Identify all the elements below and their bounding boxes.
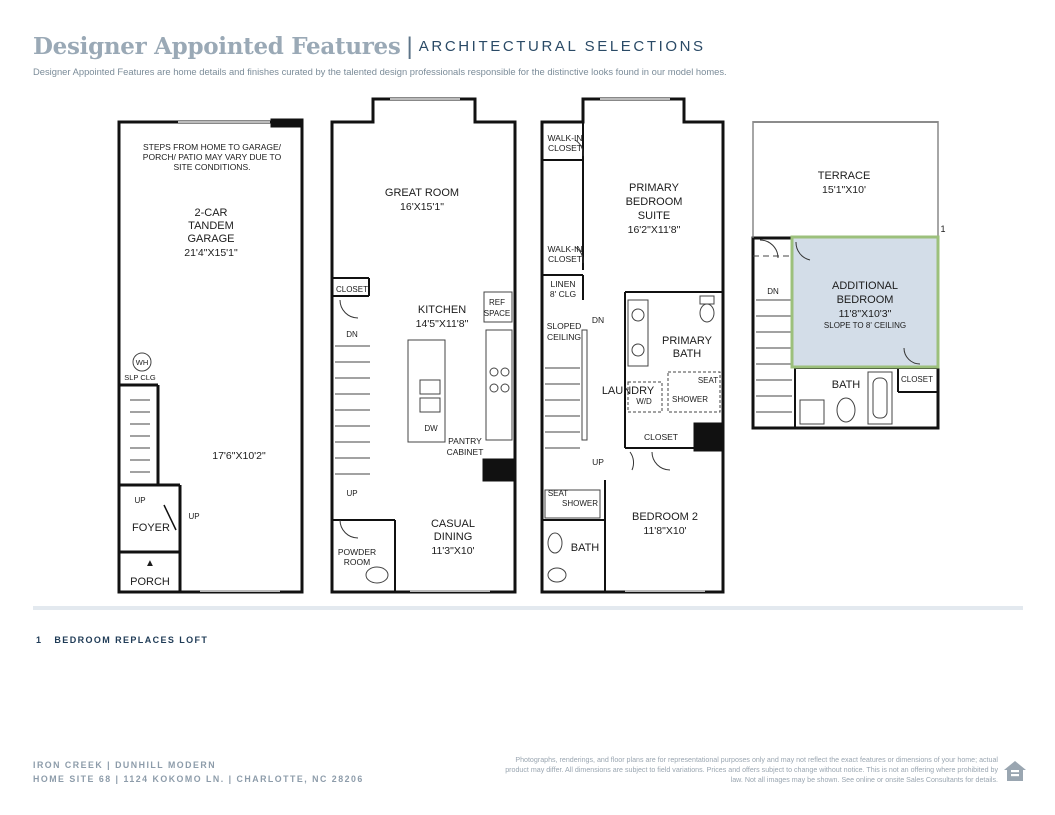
great-room-label: GREAT ROOM xyxy=(385,187,459,199)
closet-label-level-3: CLOSET xyxy=(644,432,678,442)
kitchen-label: KITCHEN xyxy=(418,304,466,316)
entry-up-label: UP xyxy=(188,512,199,521)
additional-bedroom-label-2: BEDROOM xyxy=(837,294,894,306)
floor-plan-level-2 xyxy=(330,97,517,594)
kitchen-dimensions: 14'5"X11'8" xyxy=(416,318,469,330)
laundry-label: LAUNDRY xyxy=(602,385,655,397)
footnote: 1 BEDROOM REPLACES LOFT xyxy=(36,635,208,645)
primary-suite-label-3: SUITE xyxy=(638,210,670,222)
primary-suite-label-2: BEDROOM xyxy=(626,196,683,208)
tagline: Designer Appointed Features are home det… xyxy=(33,66,727,77)
flex-room-dimensions: 17'6"X10'2" xyxy=(212,450,266,462)
garage-label-1: 2-CAR xyxy=(194,207,227,219)
linen-label-1: LINEN xyxy=(550,279,575,289)
walk-in-closet-1-label-1: WALK-IN xyxy=(547,133,582,143)
ref-space-label-2: SPACE xyxy=(484,309,511,318)
additional-bedroom-dimensions: 11'8"X10'3" xyxy=(839,308,892,320)
section-divider xyxy=(33,606,1023,610)
casual-dining-label-2: DINING xyxy=(434,531,473,543)
disclaimer: Photographs, renderings, and floor plans… xyxy=(505,756,998,784)
page-subtitle: ARCHITECTURAL SELECTIONS xyxy=(418,38,706,55)
additional-bedroom-ceiling-note: SLOPE TO 8' CEILING xyxy=(824,321,906,330)
primary-suite-dimensions: 16'2"X11'8" xyxy=(628,224,681,236)
bath-label-level-4: BATH xyxy=(832,379,861,391)
primary-bath-label-1: PRIMARY xyxy=(662,335,713,347)
walk-in-closet-1-label-2: CLOSET xyxy=(548,143,582,153)
ref-space-label-1: REF xyxy=(489,298,505,307)
bedroom-2-label: BEDROOM 2 xyxy=(632,511,698,523)
water-heater-label: WH xyxy=(136,358,149,367)
shower-label-1: SHOWER xyxy=(672,395,708,404)
powder-room-label-2: ROOM xyxy=(344,557,370,567)
sloped-ceiling-label-2: CEILING xyxy=(547,332,581,342)
stairs-up-label-level-2: UP xyxy=(346,489,357,498)
stairs-down-label-level-3: DN xyxy=(592,315,604,325)
footnote-number: 1 xyxy=(36,635,43,645)
great-room-dimensions: 16'X15'1" xyxy=(400,201,444,213)
floor-plan-level-3 xyxy=(540,97,725,594)
garage-note-line-3: SITE CONDITIONS. xyxy=(174,162,251,172)
terrace-dimensions: 15'1"X10' xyxy=(822,184,866,196)
seat-label-1: SEAT xyxy=(698,376,718,385)
home-site-address: HOME SITE 68 | 1124 KOKOMO LN. | CHARLOT… xyxy=(33,774,364,784)
community-name: IRON CREEK | DUNHILL MODERN xyxy=(33,760,217,770)
page-header: Designer Appointed Features| ARCHITECTURA… xyxy=(33,33,706,61)
seat-label-2: SEAT xyxy=(548,489,568,498)
title-separator: | xyxy=(406,33,413,60)
sloped-ceiling-label: SLP CLG xyxy=(124,373,156,382)
stairs-down-label-level-4: DN xyxy=(767,287,779,296)
bedroom-2-dimensions: 11'8"X10' xyxy=(643,525,686,537)
garage-label-2: TANDEM xyxy=(188,220,234,232)
callout-number: 1 xyxy=(940,224,945,234)
primary-suite-label-1: PRIMARY xyxy=(629,182,680,194)
garage-note-line-2: PORCH/ PATIO MAY VARY DUE TO xyxy=(143,152,282,162)
walk-in-closet-2-label-1: WALK-IN xyxy=(547,244,582,254)
garage-note-line-1: STEPS FROM HOME TO GARAGE/ xyxy=(143,142,282,152)
pantry-label-1: PANTRY xyxy=(448,436,482,446)
porch-label: PORCH xyxy=(130,576,170,588)
pantry-label-2: CABINET xyxy=(447,447,484,457)
footnote-text: BEDROOM REPLACES LOFT xyxy=(54,635,209,645)
dishwasher-label: DW xyxy=(424,424,438,433)
bath-label-level-3: BATH xyxy=(571,542,600,554)
terrace-label: TERRACE xyxy=(818,170,871,182)
shower-label-2: SHOWER xyxy=(562,499,598,508)
stairs-up-label-level-3: UP xyxy=(592,457,604,467)
garage-label-3: GARAGE xyxy=(187,233,234,245)
stairs-up-label: UP xyxy=(134,496,145,505)
closet-label-level-4: CLOSET xyxy=(901,375,933,384)
closet-label-level-2: CLOSET xyxy=(336,285,368,294)
casual-dining-dimensions: 11'3"X10' xyxy=(431,545,474,557)
walk-in-closet-2-label-2: CLOSET xyxy=(548,254,582,264)
primary-bath-label-2: BATH xyxy=(673,348,702,360)
porch-arrow: ▲ xyxy=(145,558,155,569)
page-title: Designer Appointed Features xyxy=(33,33,401,60)
foyer-label: FOYER xyxy=(132,522,170,534)
equal-housing-opportunity-icon xyxy=(1004,761,1026,781)
washer-dryer-label: W/D xyxy=(636,397,652,406)
additional-bedroom-highlight xyxy=(790,235,940,369)
sloped-ceiling-label-1: SLOPED xyxy=(547,321,582,331)
casual-dining-label-1: CASUAL xyxy=(431,518,475,530)
additional-bedroom-label-1: ADDITIONAL xyxy=(832,280,898,292)
garage-dimensions: 21'4"X15'1" xyxy=(184,247,238,259)
stairs-down-label-level-2: DN xyxy=(346,330,358,339)
powder-room-label-1: POWDER xyxy=(338,547,376,557)
linen-label-2: 8' CLG xyxy=(550,289,576,299)
